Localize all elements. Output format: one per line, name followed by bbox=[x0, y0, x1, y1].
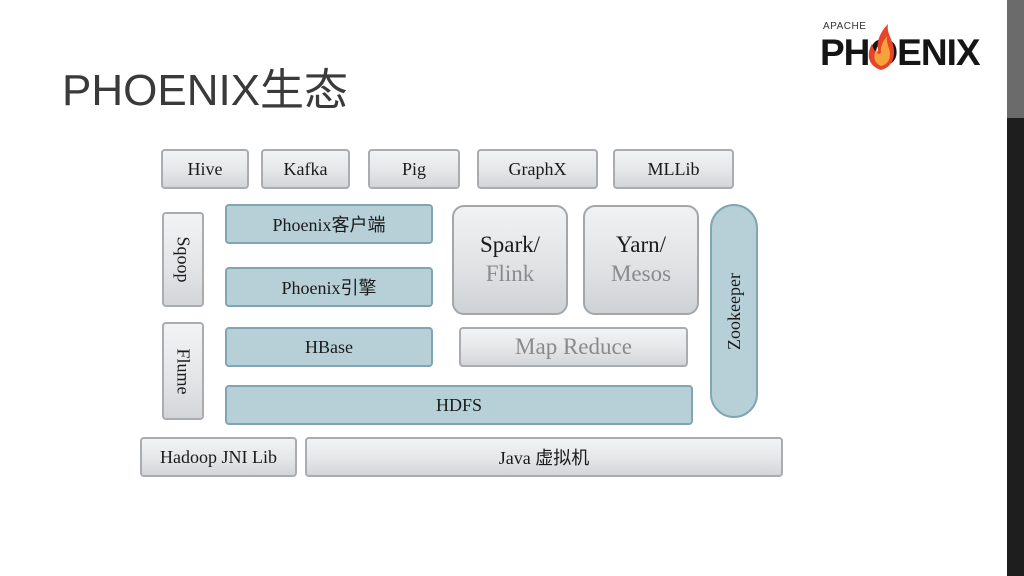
phoenix-client-box: Phoenix客户端 bbox=[225, 204, 433, 244]
apache-phoenix-logo: APACHE PHOENIX bbox=[820, 18, 990, 73]
phoenix-flame-icon bbox=[868, 24, 894, 70]
map-reduce-label: Map Reduce bbox=[515, 334, 632, 359]
flume-box: Flume bbox=[162, 322, 204, 420]
right-edge-bar bbox=[1007, 0, 1024, 576]
sqoop-label: Sqoop bbox=[173, 236, 194, 283]
hive-box: Hive bbox=[161, 149, 249, 189]
zookeeper-box: Zookeeper bbox=[710, 204, 758, 418]
zookeeper-label: Zookeeper bbox=[723, 272, 744, 350]
phoenix-engine-box: Phoenix引擎 bbox=[225, 267, 433, 307]
hdfs-box: HDFS bbox=[225, 385, 693, 425]
spark-flink-box: Spark/ Flink bbox=[452, 205, 568, 315]
hadoop-jni-lib-box: Hadoop JNI Lib bbox=[140, 437, 297, 477]
kafka-box: Kafka bbox=[261, 149, 350, 189]
hbase-box: HBase bbox=[225, 327, 433, 367]
right-edge-bar-top bbox=[1007, 0, 1024, 118]
flume-label: Flume bbox=[173, 347, 194, 395]
spark-label: Spark/ bbox=[479, 232, 541, 258]
mesos-label: Mesos bbox=[610, 261, 672, 286]
mllib-box: MLLib bbox=[613, 149, 734, 189]
yarn-mesos-box: Yarn/ Mesos bbox=[583, 205, 699, 315]
logo-apache-text: APACHE bbox=[823, 21, 867, 32]
map-reduce-box: Map Reduce bbox=[459, 327, 688, 367]
graphx-box: GraphX bbox=[477, 149, 598, 189]
pig-box: Pig bbox=[368, 149, 460, 189]
logo-phoenix-text: PHOENIX bbox=[820, 32, 981, 73]
slide-title: PHOENIX生态 bbox=[62, 66, 349, 115]
java-vm-box: Java 虚拟机 bbox=[305, 437, 783, 477]
yarn-label: Yarn/ bbox=[615, 232, 667, 258]
sqoop-box: Sqoop bbox=[162, 212, 204, 307]
flink-label: Flink bbox=[485, 261, 535, 286]
